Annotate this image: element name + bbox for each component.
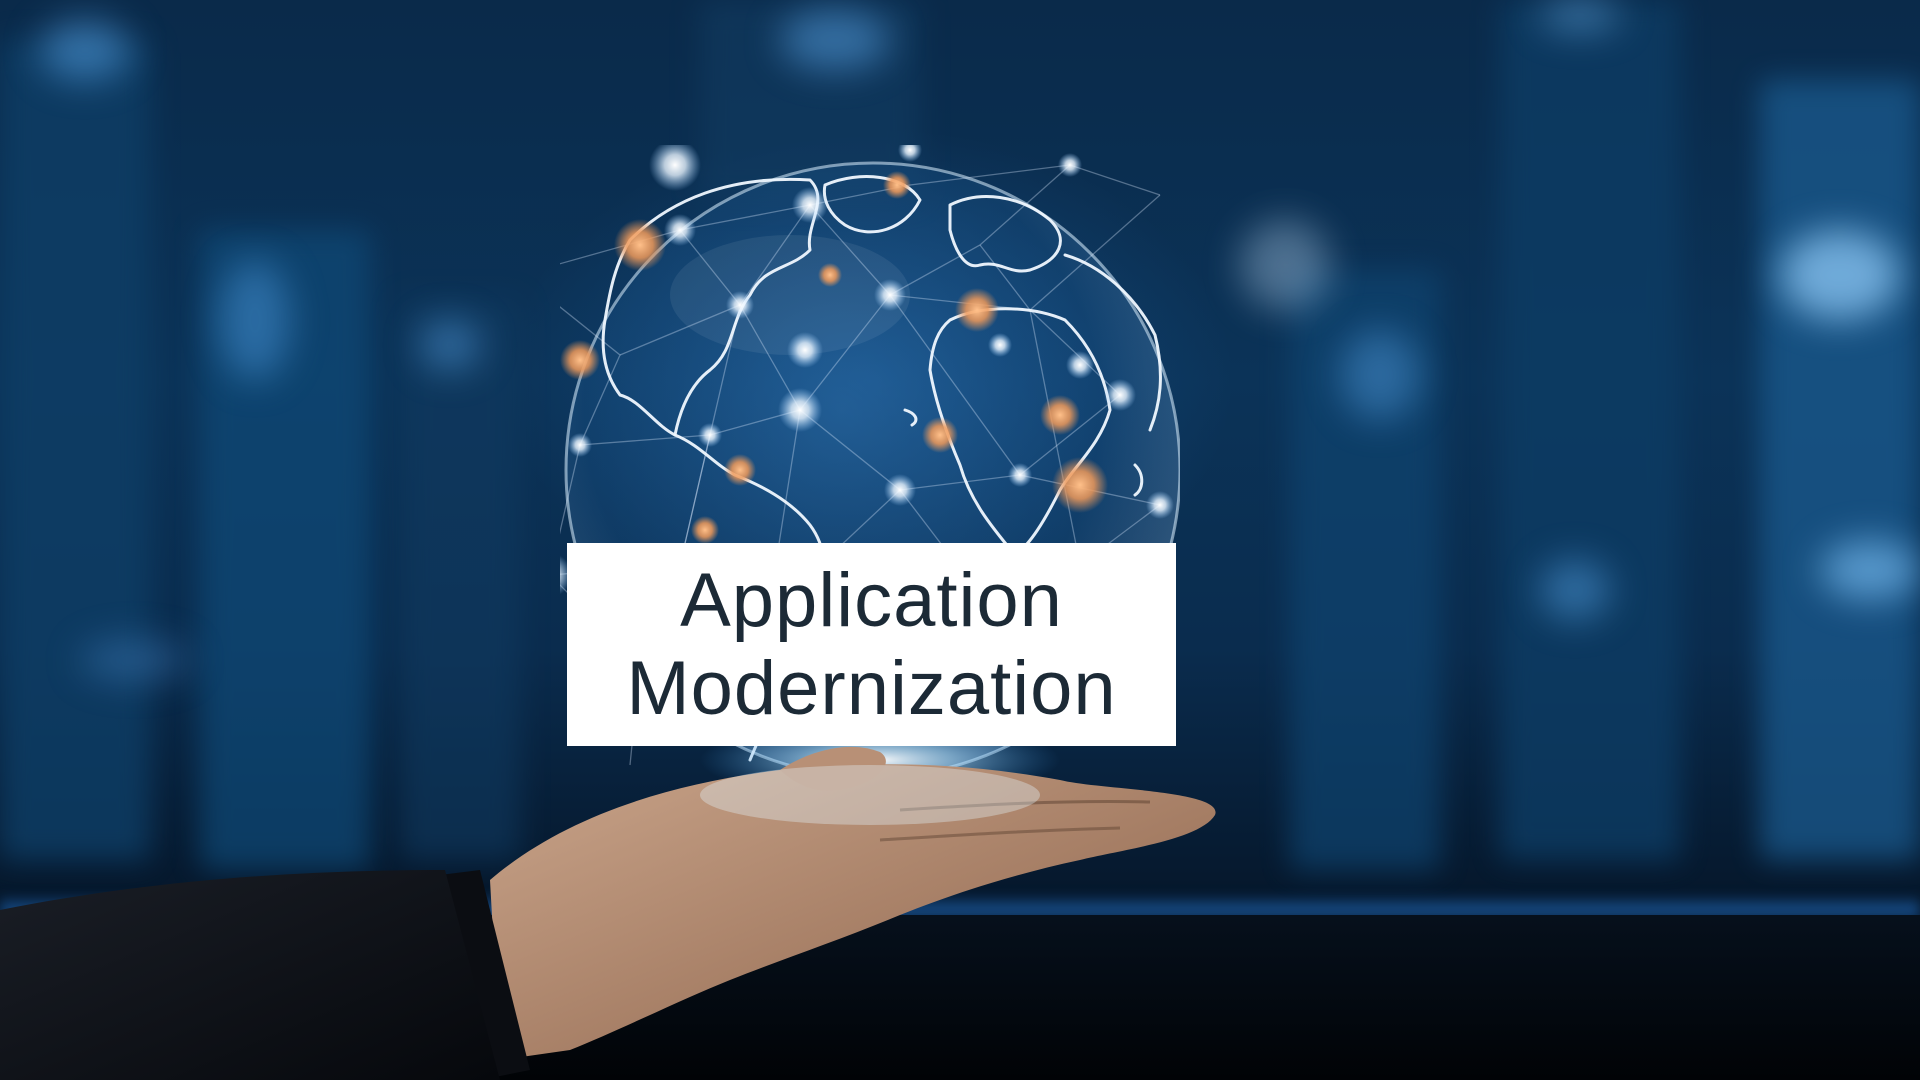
bokeh-light — [40, 20, 130, 80]
open-hand — [0, 746, 1216, 1080]
title-line-1: Application — [680, 557, 1063, 643]
bokeh-light — [1240, 220, 1330, 310]
bokeh-light — [80, 640, 190, 680]
bg-building — [1760, 80, 1920, 860]
bokeh-light — [1340, 330, 1420, 420]
bg-building — [400, 300, 520, 860]
bokeh-light — [220, 260, 290, 380]
bokeh-light — [1540, 560, 1610, 620]
title-line-2: Modernization — [626, 645, 1117, 731]
bokeh-light — [420, 320, 480, 370]
bg-building — [0, 40, 150, 860]
title-card: Application Modernization — [567, 543, 1176, 746]
bg-building — [200, 230, 370, 870]
bokeh-light — [780, 10, 890, 70]
bg-building — [1290, 270, 1440, 870]
bokeh-light — [1780, 230, 1900, 320]
bokeh-light — [1820, 540, 1920, 600]
bokeh-light — [1540, 0, 1620, 30]
bg-building — [1500, 0, 1680, 860]
